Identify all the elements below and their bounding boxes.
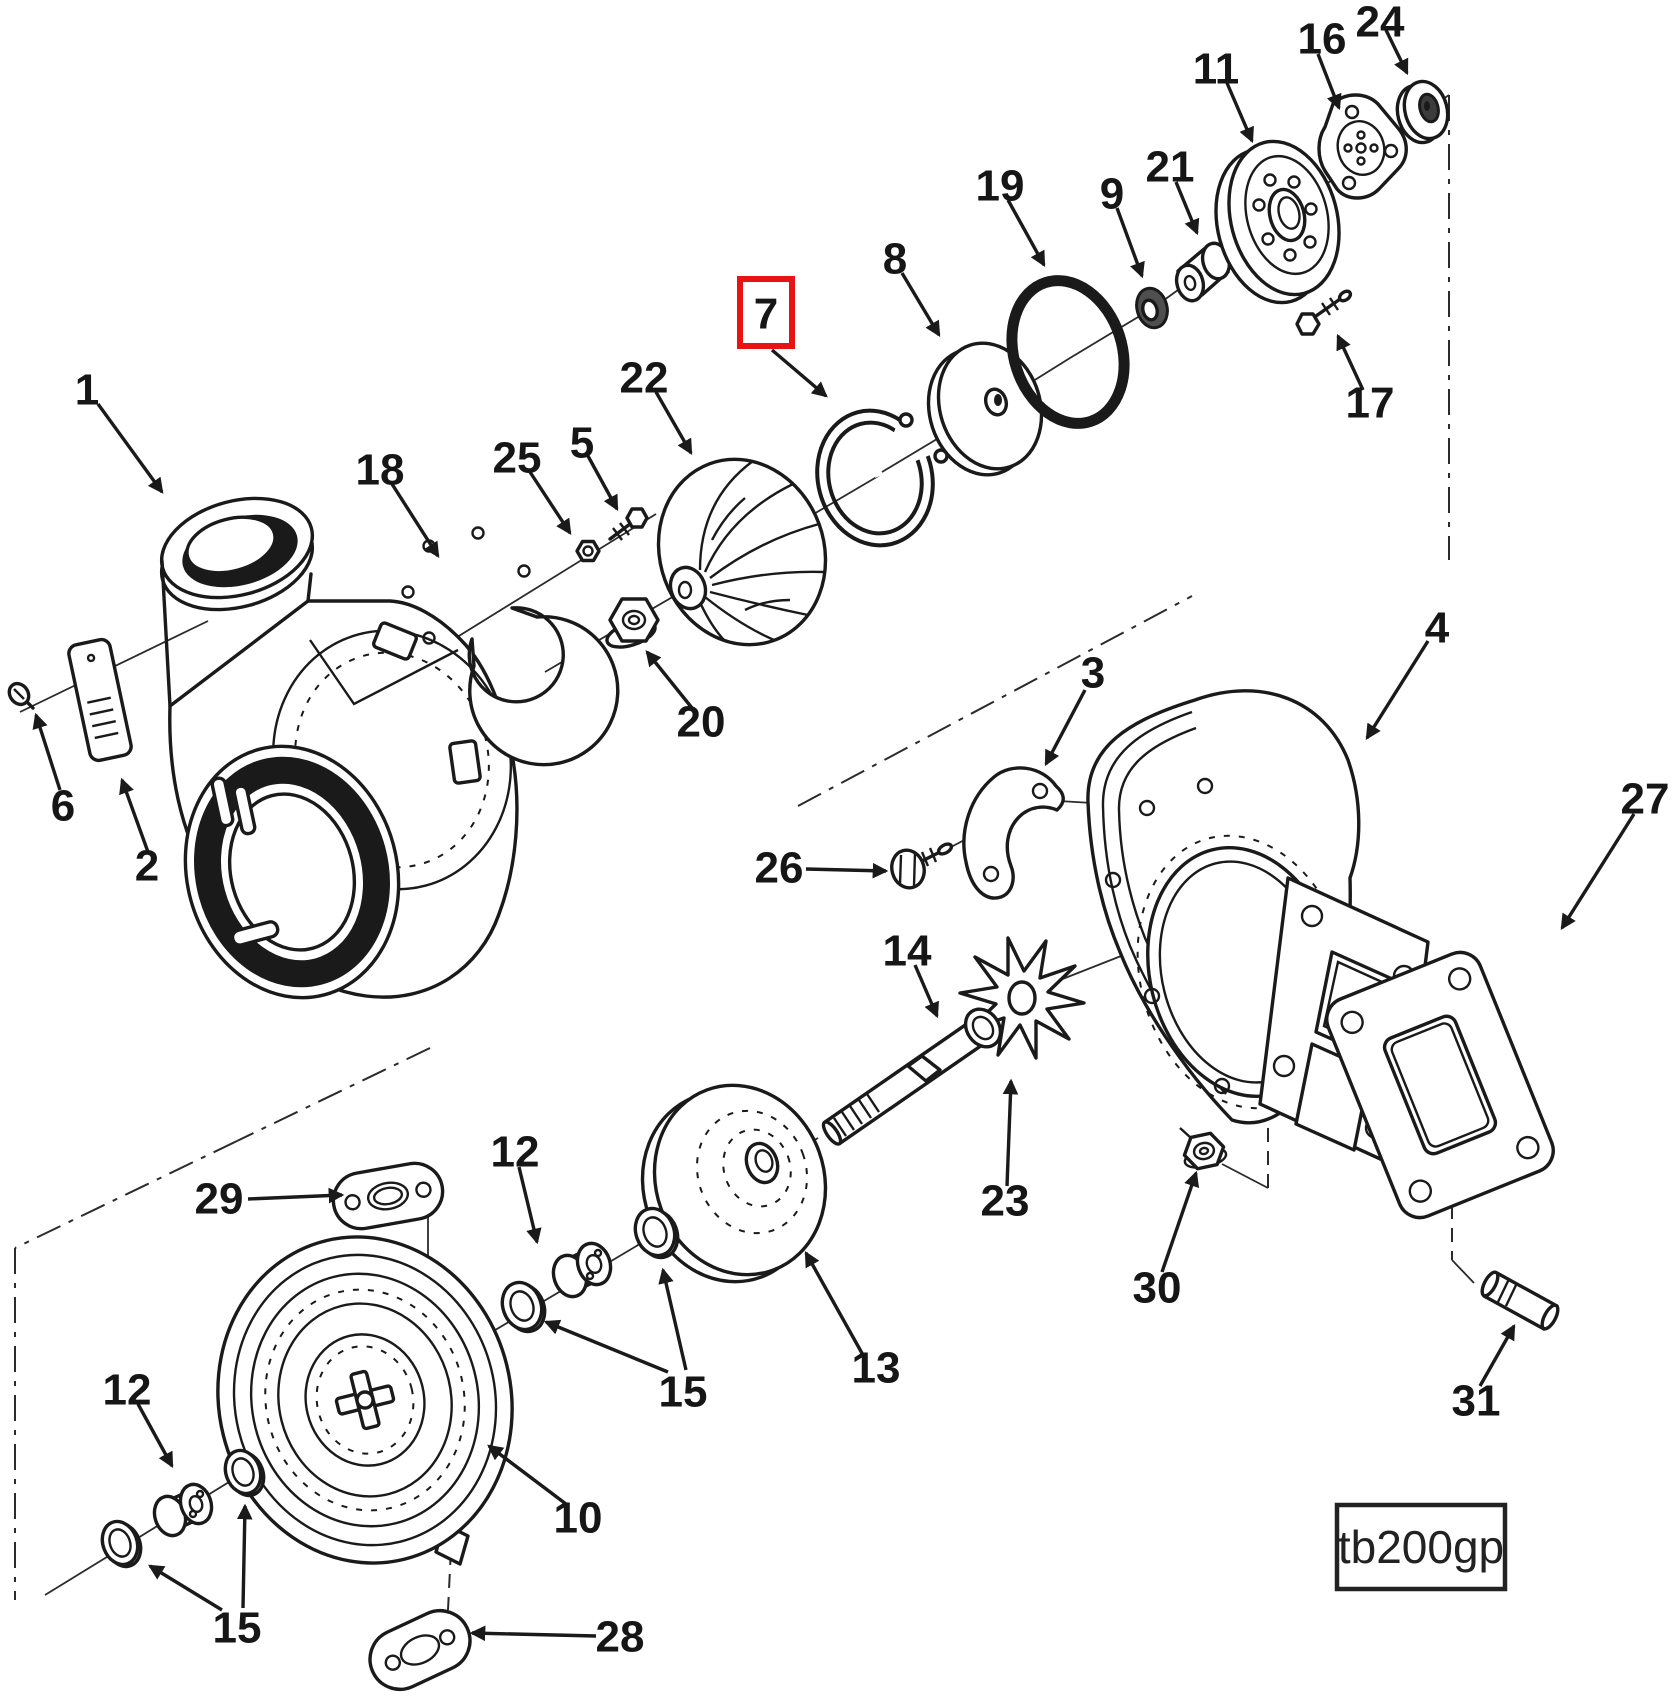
callout-12-lower[interactable]: 12 [103,1366,152,1415]
callout-28[interactable]: 28 [596,1613,645,1662]
figure-code-box: tb200gp [1334,1502,1508,1592]
part-bearing-flange [1214,139,1341,305]
part-oil-flange-top [331,1161,445,1231]
callout-14[interactable]: 14 [883,927,932,976]
callout-6[interactable]: 6 [51,782,75,831]
callout-3[interactable]: 3 [1081,649,1105,698]
leader-lines [32,29,1636,1642]
callout-11[interactable]: 11 [1193,45,1240,94]
callout-31[interactable]: 31 [1452,1377,1501,1426]
callout-5[interactable]: 5 [570,419,594,468]
part-gasket [1325,950,1555,1220]
callout-1[interactable]: 1 [75,366,99,415]
callout-29[interactable]: 29 [195,1175,244,1224]
callout-12-upper[interactable]: 12 [491,1128,540,1177]
part-turbine-shaft [821,1019,988,1146]
part-seal-ring [223,1448,266,1498]
part-mounting-plate [1317,93,1408,200]
callout-16[interactable]: 16 [1298,15,1347,64]
part-stud [1480,1270,1560,1331]
callout-21[interactable]: 21 [1146,143,1195,192]
part-bolt-clamp [890,842,954,890]
callouts: 1 2 3 4 5 6 7 8 9 10 11 12 12 13 14 15 1… [51,0,1670,1662]
callout-30[interactable]: 30 [1133,1264,1182,1313]
part-washer [1135,286,1169,330]
part-turbine-wheel [958,936,1086,1060]
callout-19[interactable]: 19 [976,162,1025,211]
part-clamp-plate-turbine [962,766,1065,900]
part-seal-grommet [1395,79,1450,145]
callout-20[interactable]: 20 [677,698,726,747]
figure-code-label: tb200gp [1338,1521,1504,1573]
callout-15-lower[interactable]: 15 [213,1604,262,1653]
part-bolt-bearing [1295,289,1353,336]
callout-18[interactable]: 18 [356,446,405,495]
part-nut-turbine [1179,1127,1228,1171]
callout-17[interactable]: 17 [1346,379,1395,428]
highlight-box[interactable] [737,276,795,349]
part-compressor-wheel [656,457,828,647]
callout-23[interactable]: 23 [981,1177,1030,1226]
part-compressor-housing [159,496,519,1000]
callout-24[interactable]: 24 [1356,0,1405,47]
part-spacer [1174,241,1232,303]
part-nameplate [67,637,133,763]
callout-13[interactable]: 13 [852,1344,901,1393]
callout-26[interactable]: 26 [755,844,804,893]
callout-4[interactable]: 4 [1425,604,1450,653]
part-screw [7,681,35,710]
part-o-ring [1006,275,1130,429]
part-bearing [152,1482,214,1538]
part-bolt-small [608,507,649,541]
callout-22[interactable]: 22 [620,354,669,403]
part-seal-ring [500,1280,547,1334]
part-center-housing [216,1235,514,1566]
part-shaft-nut [605,597,660,649]
part-seal-plate [926,341,1044,477]
part-back-plate [640,1083,828,1284]
part-bearing [551,1241,613,1299]
part-seal-ring [100,1519,143,1569]
part-nut-small [575,539,601,563]
callout-27[interactable]: 27 [1621,775,1670,824]
part-seal-ring [633,1206,680,1260]
callout-9[interactable]: 9 [1100,170,1124,219]
callout-10[interactable]: 10 [554,1494,603,1543]
callout-8[interactable]: 8 [883,235,907,284]
callout-2[interactable]: 2 [135,842,159,891]
callout-15-upper[interactable]: 15 [659,1368,708,1417]
callout-25[interactable]: 25 [493,434,542,483]
part-oil-flange-bottom [368,1609,472,1691]
callout-7-highlighted[interactable]: 7 [754,290,778,339]
